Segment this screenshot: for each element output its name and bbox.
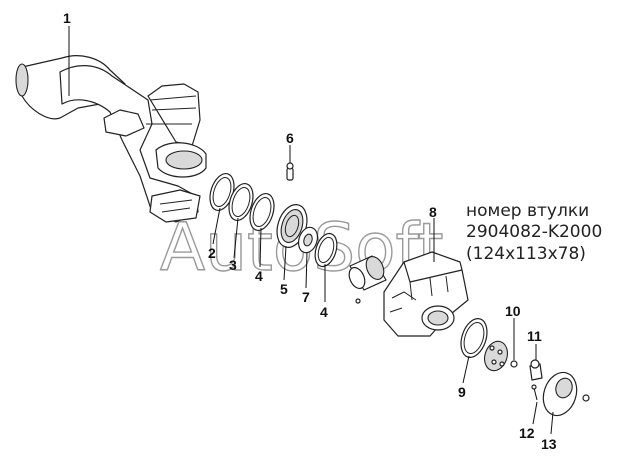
callout-7: 7 bbox=[302, 289, 310, 305]
leader-12 bbox=[532, 401, 538, 425]
part-13-end-cap bbox=[542, 371, 590, 417]
part-11-bolt bbox=[529, 359, 543, 381]
leader-4a bbox=[259, 227, 262, 268]
callout-labels: 1 2 3 4 5 6 7 4 8 9 10 11 12 13 bbox=[63, 10, 557, 452]
leader-7 bbox=[305, 251, 308, 289]
flange-plate bbox=[484, 340, 508, 372]
part-1-suspension-arm bbox=[15, 55, 207, 223]
bushing-part-number: 2904082-K2000 bbox=[466, 222, 602, 242]
part-7-washer bbox=[297, 226, 319, 254]
callout-4: 4 bbox=[255, 268, 263, 284]
part-3-ring bbox=[228, 183, 254, 221]
part-6-grease-nipple bbox=[286, 162, 294, 181]
part-8-bracket bbox=[383, 251, 469, 337]
leader-5 bbox=[283, 245, 287, 281]
callout-5: 5 bbox=[280, 281, 288, 297]
callout-12: 12 bbox=[519, 425, 535, 441]
callout-3: 3 bbox=[229, 257, 237, 273]
bushing-note-title: номер втулки bbox=[466, 201, 589, 221]
callout-6: 6 bbox=[286, 130, 294, 146]
bushing bbox=[348, 255, 387, 304]
leader-13 bbox=[550, 411, 554, 435]
callout-13: 13 bbox=[541, 436, 557, 452]
leader-9 bbox=[462, 355, 470, 384]
bushing-note: номер втулки 2904082-K2000 (124x113x78) bbox=[466, 201, 602, 264]
callout-8: 8 bbox=[429, 204, 437, 220]
part-4-ring-second bbox=[314, 232, 338, 268]
callout-1: 1 bbox=[63, 10, 71, 26]
callout-11: 11 bbox=[527, 328, 542, 344]
leader-2 bbox=[212, 207, 221, 245]
callout-2: 2 bbox=[208, 245, 216, 261]
part-10-nut bbox=[510, 360, 518, 368]
bushing-dimensions: (124x113x78) bbox=[466, 244, 586, 264]
callout-4-second: 4 bbox=[320, 304, 328, 320]
part-9-ring bbox=[460, 318, 488, 358]
part-12-pin bbox=[531, 384, 538, 401]
leader-lines bbox=[68, 26, 554, 435]
callout-10: 10 bbox=[505, 303, 521, 319]
callout-9: 9 bbox=[458, 384, 466, 400]
part-4-ring bbox=[249, 193, 275, 231]
leader-3 bbox=[233, 217, 239, 259]
